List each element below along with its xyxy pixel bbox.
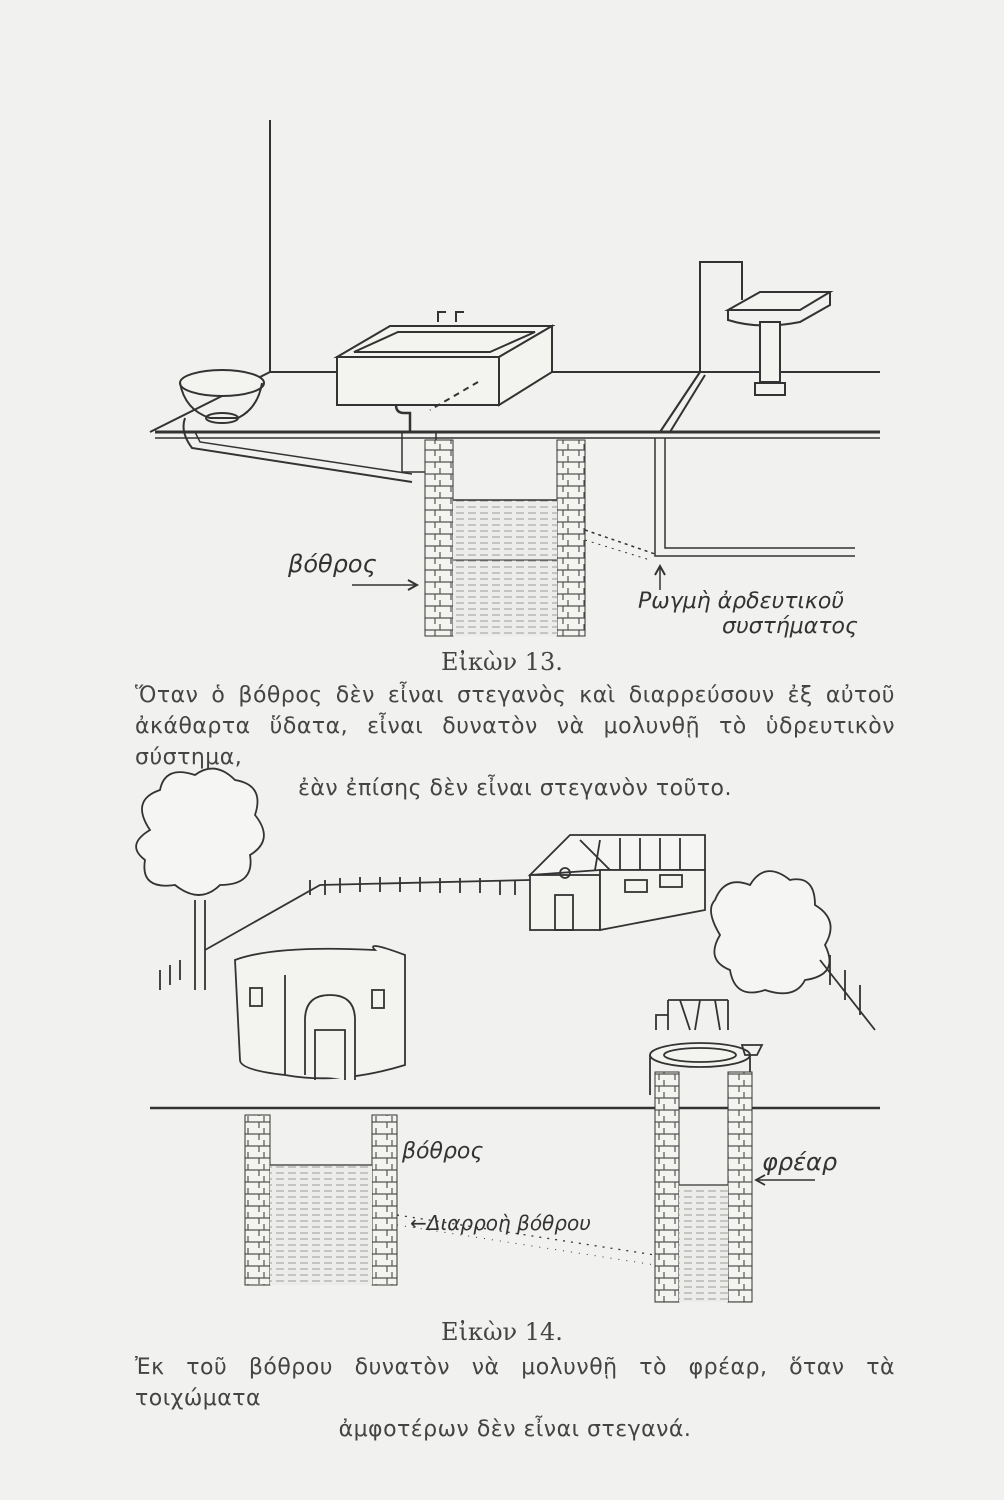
well-head — [649, 999, 764, 1095]
tree — [135, 767, 265, 990]
label-frear: φρέαρ — [762, 1148, 837, 1176]
cesspit — [401, 431, 586, 637]
label-vothros-14: βόθρος — [401, 1139, 483, 1164]
kitchen-sink — [333, 311, 556, 431]
figure-13-caption-last: ἐὰν ἐπίσης δὲν εἶναι στεγανὸν τοῦτο. — [297, 776, 732, 801]
figure-14-caption-main: Ἐκ τοῦ βόθρου δυνατὸν νὰ μολυνθῇ τὸ φρέα… — [135, 1355, 895, 1411]
figure-13-caption: Ὅταν ὁ βόθρος δὲν εἶναι στεγανὸς καὶ δια… — [135, 680, 895, 804]
figure-14-title: Εἰκὼν 14. — [441, 1318, 563, 1346]
figure-13-caption-main: Ὅταν ὁ βόθρος δὲν εἶναι στεγανὸς καὶ δια… — [135, 683, 895, 770]
label-rogmi-line1: Ρωγμὴ ἀρδευτικοῦ — [638, 589, 844, 614]
toilet — [179, 369, 265, 424]
figure-14-drawing — [135, 767, 880, 1303]
figure-13-title: Εἰκὼν 13. — [441, 648, 563, 676]
figure-14-caption: Ἐκ τοῦ βόθρου δυνατὸν νὰ μολυνθῇ τὸ φρέα… — [135, 1352, 895, 1445]
label-diarroi: ←Διαρροὴ βόθρου — [410, 1211, 591, 1235]
wash-basin — [699, 261, 834, 396]
cesspit-14 — [244, 1114, 398, 1286]
well-shaft — [654, 1071, 753, 1303]
figure-14-caption-last: ἀμφοτέρων δὲν εἶναι στεγανά. — [338, 1417, 692, 1442]
label-rogmi-line2: συστήματος — [722, 614, 858, 639]
outhouse — [234, 945, 406, 1080]
house — [527, 834, 706, 932]
figure-13-drawing — [149, 120, 880, 637]
label-vothros-13: βόθρος — [287, 550, 377, 578]
